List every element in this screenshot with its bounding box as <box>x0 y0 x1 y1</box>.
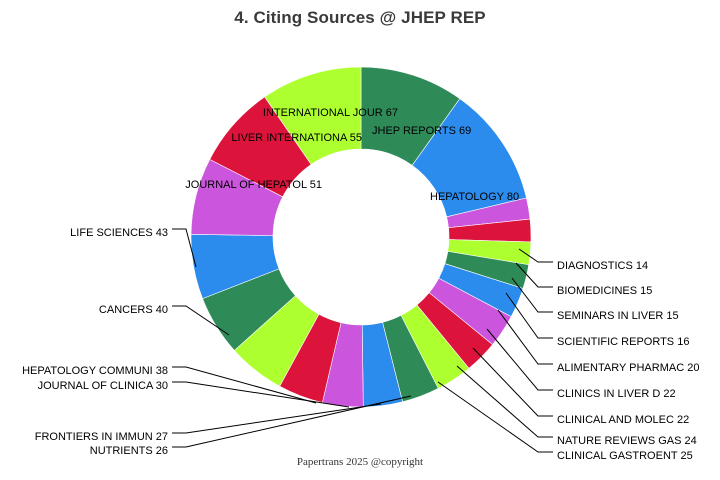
label-leader-line <box>505 292 553 339</box>
slice-labels: JHEP REPORTS 69 HEPATOLOGY 80 DIAGNOSTICS … <box>22 107 699 462</box>
label-leader-line <box>486 328 553 391</box>
slice-label: HEPATOLOGY 80 <box>430 191 519 203</box>
slice-label: NUTRIENTS 26 <box>90 445 168 457</box>
label-leader-line <box>172 228 197 268</box>
slice-label: JHEP REPORTS 69 <box>372 125 471 137</box>
slice-label: JOURNAL OF CLINICA 30 <box>38 380 168 392</box>
label-leader-line <box>172 366 317 404</box>
label-leader-line <box>518 248 553 263</box>
label-leader-line <box>515 262 553 288</box>
donut-slice[interactable]: INTERNATIONAL JOUR 67 <box>264 66 362 165</box>
slice-label: FRONTIERS IN IMMUN 27 <box>35 431 168 443</box>
slice-label: JOURNAL OF HEPATOL 51 <box>185 179 322 191</box>
slice-label: CLINICAL GASTROENT 25 <box>557 450 693 462</box>
slice-label: CLINICS IN LIVER D 22 <box>557 388 676 400</box>
label-leader-line <box>497 309 553 365</box>
label-leader-line <box>172 381 350 408</box>
slice-label: BIOMEDICINES 15 <box>557 285 652 297</box>
label-leader-line <box>172 395 412 448</box>
slice-label: LIVER INTERNATIONA 55 <box>231 132 362 144</box>
copyright-footer: Papertrans 2025 @copyright <box>296 456 424 468</box>
slice-label: DIAGNOSTICS 14 <box>557 260 648 272</box>
label-leader-line <box>472 347 553 417</box>
slice-label: CLINICAL AND MOLEC 22 <box>557 414 689 426</box>
slice-label: INTERNATIONAL JOUR 67 <box>263 107 398 119</box>
slice-label: CANCERS 40 <box>99 304 168 316</box>
label-leader-line <box>437 381 553 453</box>
slice-label: LIFE SCIENCES 43 <box>70 227 168 239</box>
label-leader-line <box>172 305 230 336</box>
slice-label: SCIENTIFIC REPORTS 16 <box>557 336 689 348</box>
label-leader-lines <box>172 228 553 453</box>
label-leader-line <box>456 365 553 438</box>
page-title: 4. Citing Sources @ JHEP REP <box>234 8 486 27</box>
slice-label: SEMINARS IN LIVER 15 <box>557 310 679 322</box>
slice-label: ALIMENTARY PHARMAC 20 <box>557 362 699 374</box>
label-leader-line <box>511 277 553 313</box>
slice-label: NATURE REVIEWS GAS 24 <box>557 435 697 447</box>
slice-label: HEPATOLOGY COMMUNI 38 <box>22 365 168 377</box>
label-leader-line <box>172 403 382 434</box>
